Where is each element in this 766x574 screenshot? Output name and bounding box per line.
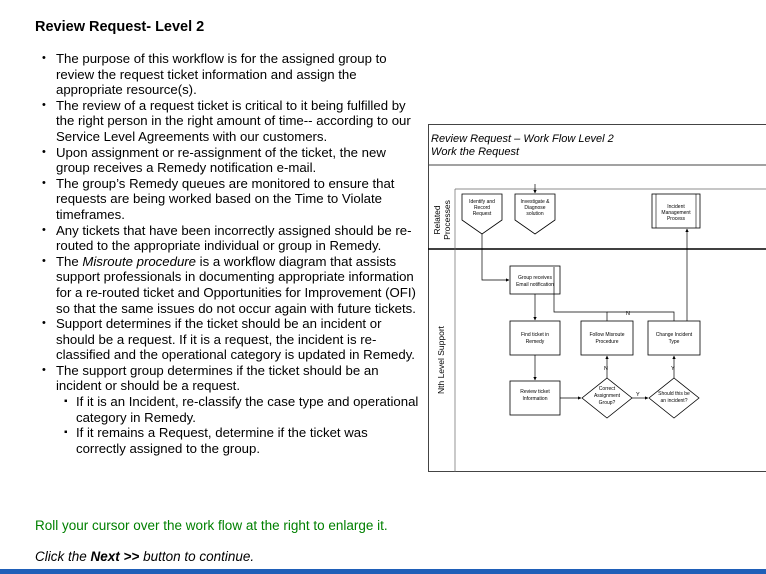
node-label: Should this be	[658, 391, 690, 397]
node-label: Procedure	[595, 339, 618, 345]
label-no: N	[626, 311, 630, 317]
bullet-item: Any tickets that have been incorrectly a…	[40, 223, 420, 254]
workflow-diagram[interactable]: Review Request – Work Flow Level 2 Work …	[428, 124, 766, 472]
bullet-text: is a workflow diagram that assists suppo…	[56, 253, 416, 316]
navigation-instruction: Click the Next >> button to continue.	[35, 549, 254, 564]
label-yes: Y	[636, 392, 640, 398]
node-label: an incident?	[661, 398, 688, 404]
bullet-item: Upon assignment or re-assignment of the …	[40, 145, 420, 176]
node-label: Remedy	[526, 339, 545, 345]
node-identify-request	[461, 193, 503, 235]
node-label: Management	[661, 210, 691, 216]
decision-correct-assignment	[581, 377, 633, 419]
node-label: Type	[669, 339, 680, 345]
diagram-frame	[428, 124, 766, 472]
label-no: N	[604, 366, 608, 372]
bullet-item: The review of a request ticket is critic…	[40, 98, 420, 145]
node-label: Group?	[599, 400, 616, 406]
node-label: Request	[473, 211, 492, 217]
bullet-item: The group’s Remedy queues are monitored …	[40, 176, 420, 223]
lane-label-related: Related	[432, 205, 442, 235]
node-label: Record	[474, 205, 490, 211]
node-label: Identify and	[469, 199, 495, 205]
sub-bullet-item: If it is an Incident, re-classify the ca…	[56, 394, 420, 425]
node-investigate	[514, 193, 556, 235]
node-label: Find ticket in	[521, 332, 549, 338]
bullet-item: Support determines if the ticket should …	[40, 316, 420, 363]
label-yes: Y	[671, 366, 675, 372]
bullet-item: The purpose of this workflow is for the …	[40, 51, 420, 98]
workflow-title: Review Request – Work Flow Level 2	[431, 133, 614, 145]
bullet-item: The Misroute procedure is a workflow dia…	[40, 254, 420, 316]
node-change-incident	[647, 320, 701, 356]
node-label: Follow Misroute	[589, 332, 624, 338]
node-follow-misroute	[580, 320, 634, 356]
lane-label-nth-level: Nth Level Support	[436, 325, 446, 394]
node-label: Review ticket	[520, 389, 550, 395]
instruction-text: Click the	[35, 549, 91, 564]
bullet-item: The support group determines if the tick…	[40, 363, 420, 457]
decision-should-be-incident	[648, 377, 700, 419]
node-incident-management	[651, 193, 701, 229]
lane-label-processes: Processes	[442, 200, 452, 240]
node-label: solution	[526, 211, 543, 217]
node-review-ticket	[509, 380, 561, 416]
node-group-receives	[509, 265, 561, 295]
bullet-text: The support group determines if the tick…	[56, 362, 379, 394]
node-label: Change Incident	[656, 332, 693, 338]
node-label: Incident	[667, 204, 685, 210]
node-label: Email notification	[516, 282, 554, 288]
sub-bullet-item: If it remains a Request, determine if th…	[56, 425, 420, 456]
node-label: Process	[667, 216, 686, 222]
node-find-ticket	[509, 320, 561, 356]
node-label: Investigate &	[521, 199, 551, 205]
page-title: Review Request- Level 2	[35, 19, 205, 35]
sub-bullet-list: If it is an Incident, re-classify the ca…	[56, 394, 420, 456]
bullet-list: The purpose of this workflow is for the …	[40, 51, 420, 456]
bottom-bar	[0, 569, 766, 574]
workflow-subtitle: Work the Request	[431, 146, 520, 158]
node-label: Group receives	[518, 275, 552, 281]
rollover-hint: Roll your cursor over the work flow at t…	[35, 518, 388, 533]
instruction-text: button to continue.	[139, 549, 255, 564]
misroute-procedure-term: Misroute procedure	[82, 253, 197, 269]
node-label: Assignment	[594, 393, 621, 399]
workflow-svg: Review Request – Work Flow Level 2 Work …	[428, 124, 766, 472]
node-label: Information	[522, 396, 547, 402]
node-label: Diagnose	[524, 205, 545, 211]
node-label: Correct	[599, 386, 616, 392]
bullet-text: The	[56, 253, 83, 269]
next-button-reference: Next >>	[90, 549, 140, 564]
connectors	[481, 184, 689, 400]
